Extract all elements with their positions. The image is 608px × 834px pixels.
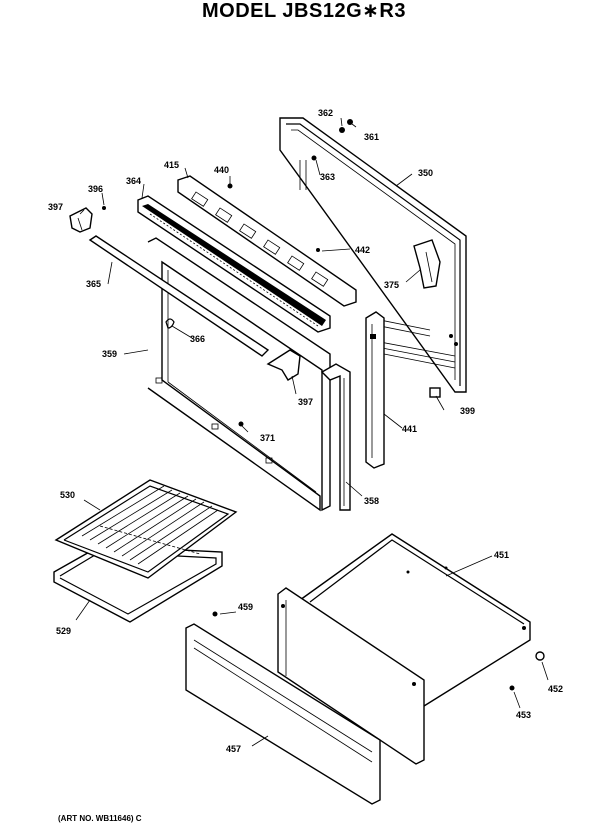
art-number: (ART NO. WB11646) C	[58, 814, 142, 823]
clip-366	[165, 318, 175, 329]
label-451: 451	[494, 550, 509, 560]
label-415: 415	[164, 160, 179, 170]
label-396: 396	[88, 184, 103, 194]
door-gasket-rod	[88, 235, 270, 357]
vent-trim	[177, 175, 357, 307]
label-452: 452	[548, 684, 563, 694]
label-371: 371	[260, 433, 275, 443]
label-442: 442	[355, 245, 370, 255]
drawer-front-panel	[185, 611, 381, 805]
label-365: 365	[86, 279, 101, 289]
label-350: 350	[418, 168, 433, 178]
label-529: 529	[56, 626, 71, 636]
door-outer-panel	[279, 117, 467, 398]
door-top-trim	[137, 195, 331, 333]
label-397-upper: 397	[48, 202, 63, 212]
label-530: 530	[60, 490, 75, 500]
label-457: 457	[226, 744, 241, 754]
label-358: 358	[364, 496, 379, 506]
broiler-rack	[54, 479, 238, 579]
screw-371	[238, 421, 244, 427]
label-459: 459	[238, 602, 253, 612]
label-441: 441	[402, 424, 417, 434]
label-397-lower: 397	[298, 397, 313, 407]
leader-lines	[75, 117, 549, 747]
label-440: 440	[214, 165, 229, 175]
model-title: MODEL JBS12G∗R3	[202, 0, 406, 22]
label-362: 362	[318, 108, 333, 118]
bracket-397-upper	[69, 206, 106, 233]
part-labels: 362 361 363 350 415 440 442 375 396 364 …	[48, 108, 563, 754]
label-361: 361	[364, 132, 379, 142]
label-366: 366	[190, 334, 205, 344]
label-375: 375	[384, 280, 399, 290]
bracket-397-lower	[266, 349, 301, 381]
label-364: 364	[126, 176, 141, 186]
label-399: 399	[460, 406, 475, 416]
storage-drawer	[277, 533, 545, 765]
door-side-trim-right	[365, 311, 385, 469]
label-359: 359	[102, 349, 117, 359]
label-453: 453	[516, 710, 531, 720]
door-side-trim	[320, 363, 351, 511]
label-363: 363	[320, 172, 335, 182]
